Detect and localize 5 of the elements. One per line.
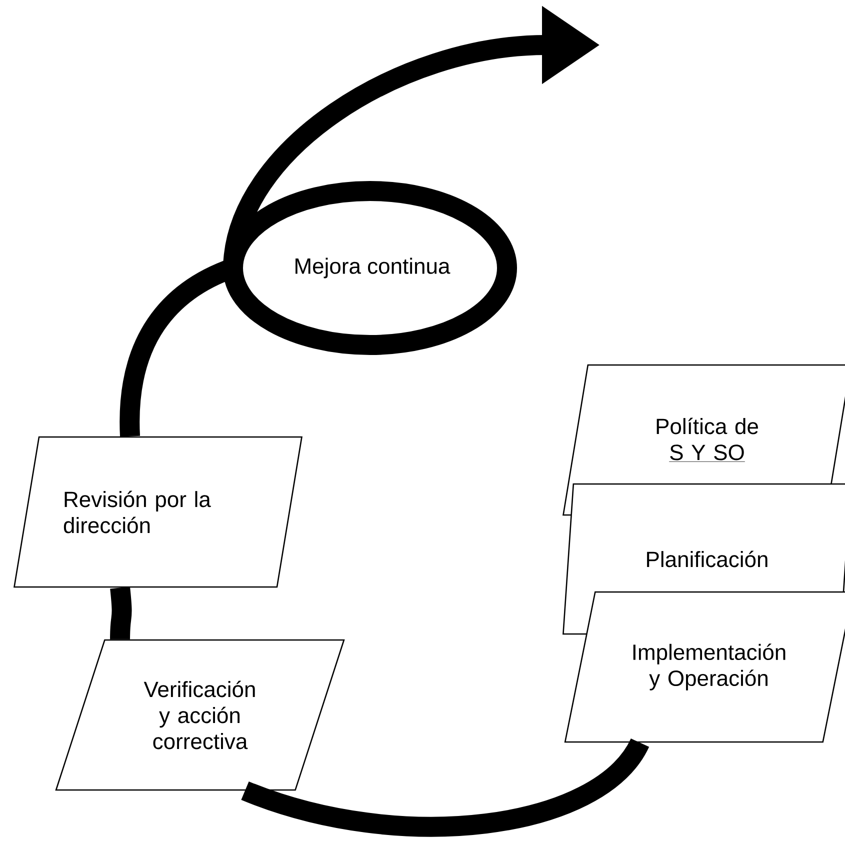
node-label: Mejora continua [296, 258, 450, 278]
parallelogram-box: Implementación y Operación [564, 591, 845, 743]
node-label: Planificación [647, 550, 768, 568]
node-label: Implementación y Operación [633, 644, 786, 690]
parallelogram-box: Verificación y acción correctiva [55, 639, 345, 791]
